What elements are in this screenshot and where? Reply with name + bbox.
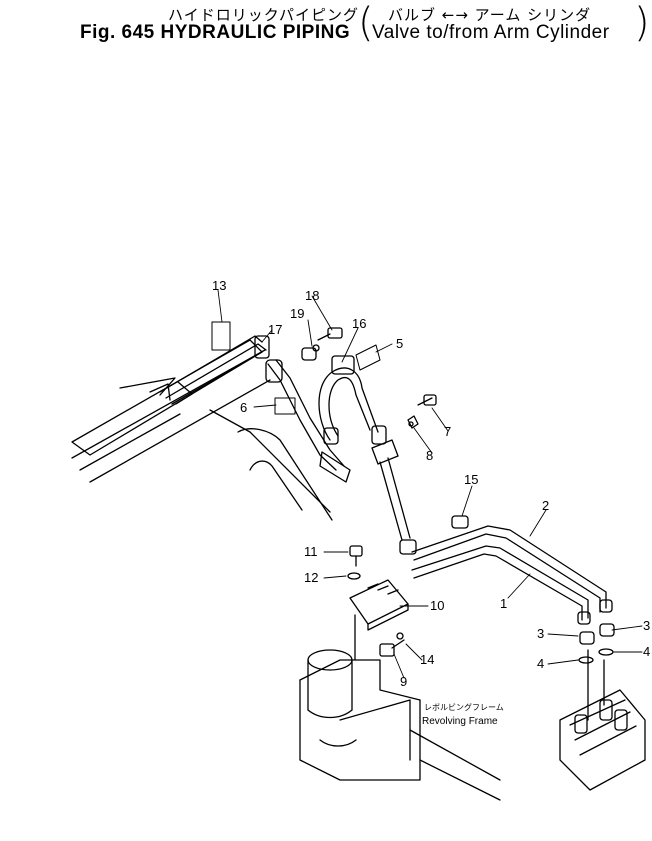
callout-8: 8 <box>426 448 433 463</box>
elbow-3-left <box>579 631 595 645</box>
callout-18: 18 <box>305 288 319 303</box>
figure-title: Fig. 645 HYDRAULIC PIPING <box>80 22 351 43</box>
bolt-14 <box>379 639 405 657</box>
callout-3-left: 3 <box>537 626 544 641</box>
callout-3-right: 3 <box>643 618 650 633</box>
pipe-2 <box>411 525 613 613</box>
callout-4-right: 4 <box>643 644 650 659</box>
callout-14: 9 <box>400 674 407 689</box>
revolving-frame <box>299 614 501 801</box>
leader-lines <box>217 289 643 679</box>
callout-13: 15 <box>464 472 478 487</box>
callout-6: 6 <box>240 400 247 415</box>
callout-17: 17 <box>268 322 282 337</box>
fitting-17 <box>301 347 317 361</box>
pipe-long <box>379 457 417 555</box>
clamp-8 <box>371 415 419 465</box>
left-parenthesis: ( <box>358 0 374 46</box>
bolt-7 <box>417 394 437 406</box>
callout-9: 13 <box>212 278 226 293</box>
boom-pipes <box>159 321 270 405</box>
clamp-10 <box>349 579 409 631</box>
hose-6 <box>265 359 351 483</box>
callout-19: 19 <box>290 306 304 321</box>
title-japanese-subtitle: バルブ ←→ アーム シリンダ <box>388 6 592 24</box>
bolt-11 <box>349 545 363 567</box>
callout-15: 14 <box>420 652 434 667</box>
callout-5: 5 <box>396 336 403 351</box>
right-parenthesis: ) <box>634 0 650 46</box>
callout-16: 16 <box>352 316 366 331</box>
callout-7: 7 <box>444 424 451 439</box>
bolt-18 <box>317 327 343 341</box>
pipe-1 <box>411 545 591 625</box>
fitting-13 <box>451 515 469 529</box>
frame-label-english: Revolving Frame <box>422 716 498 727</box>
callout-11: 11 <box>304 544 318 559</box>
callout-12: 12 <box>304 570 318 585</box>
frame-label-japanese: レボルビングフレーム <box>424 702 504 712</box>
figure-subtitle: Valve to/from Arm Cylinder <box>372 22 610 43</box>
callout-2: 2 <box>542 498 549 513</box>
control-valve <box>559 649 646 791</box>
o-ring-4-left <box>578 656 594 664</box>
o-ring-4-right <box>598 648 614 656</box>
callout-labels: 13 18 19 16 17 5 6 7 8 15 2 11 12 1 10 3… <box>212 278 650 727</box>
hose-16 <box>318 344 387 445</box>
washer-12 <box>347 572 361 580</box>
title-japanese-main: ハイドロリックパイピング <box>168 6 359 24</box>
callout-1: 1 <box>500 596 507 611</box>
callout-4-left: 4 <box>537 656 544 671</box>
callout-10: 10 <box>430 598 444 613</box>
washer-15 <box>396 632 404 640</box>
